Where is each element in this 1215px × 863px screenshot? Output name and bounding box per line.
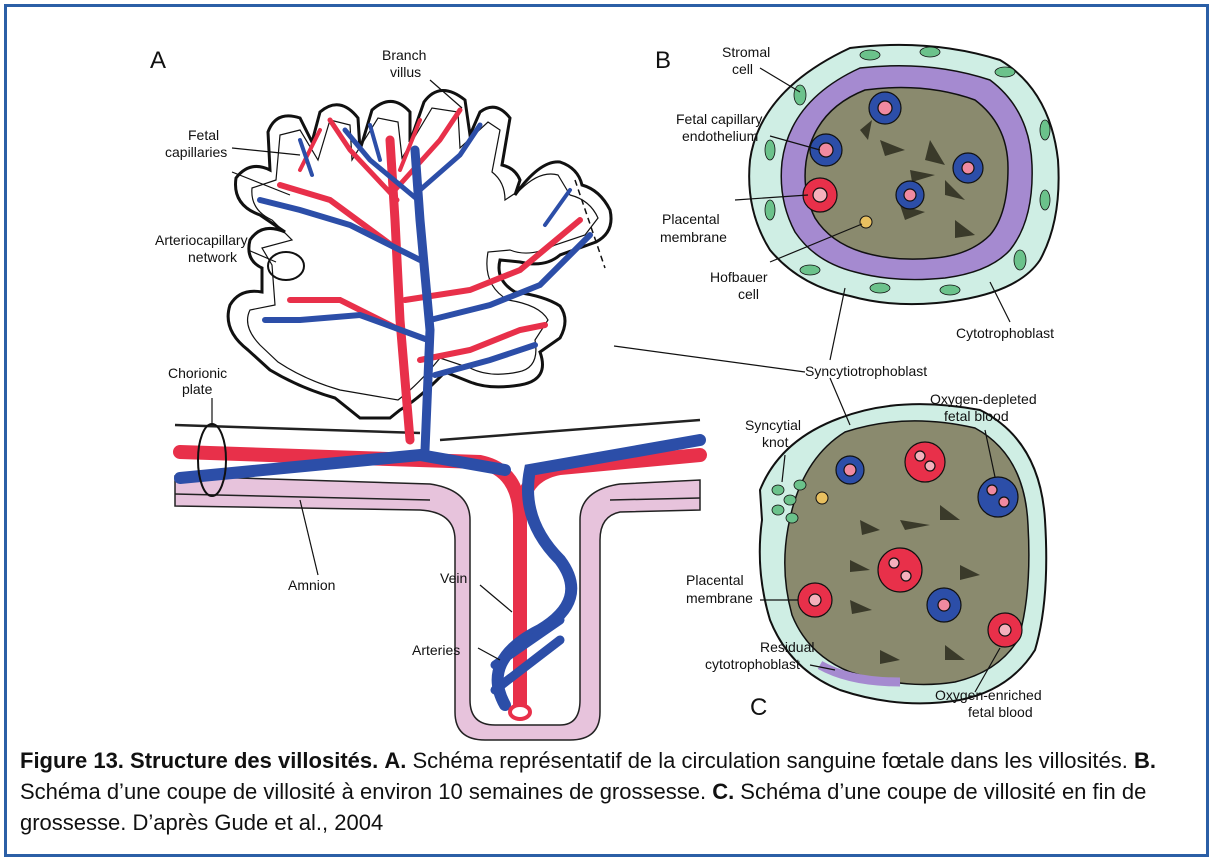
caption-title: Figure 13. Structure des villosités. xyxy=(20,748,378,773)
label-branch-villus-2: villus xyxy=(390,64,421,80)
label-residual-cyto-1: Residual xyxy=(760,639,814,655)
label-arteriocapillary-1: Arteriocapillary xyxy=(155,232,248,248)
panel-b-letter: B xyxy=(655,47,671,74)
label-branch-villus-1: Branch xyxy=(382,47,426,63)
label-oxygen-depleted-2: fetal blood xyxy=(944,408,1009,424)
amnion-sheath xyxy=(175,476,700,740)
label-chorionic-plate-1: Chorionic xyxy=(168,365,227,381)
label-stromal-2: cell xyxy=(732,61,753,77)
b-hofbauer-cell xyxy=(860,216,872,228)
chorionic-plate-top xyxy=(175,425,420,433)
panel-c: C Syncytial knot Oxygen-depleted fetal b… xyxy=(686,378,1046,721)
label-oxygen-depleted-1: Oxygen-depleted xyxy=(930,391,1037,407)
label-oxygen-enriched-1: Oxygen-enriched xyxy=(935,687,1042,703)
c-hofbauer-cell xyxy=(816,492,828,504)
cord-artery-end xyxy=(510,705,530,719)
label-arteriocapillary-2: network xyxy=(188,249,238,265)
caption-c-key: C. xyxy=(712,779,734,804)
panel-a: A Branch villus Fetal capillaries Arteri… xyxy=(150,47,805,740)
label-syncytiotrophoblast: Syncytiotrophoblast xyxy=(805,363,927,379)
chorionic-plate-top-r xyxy=(440,420,700,440)
label-placental-membrane-b-1: Placental xyxy=(662,211,720,227)
caption-b-key: B. xyxy=(1134,748,1156,773)
panel-a-letter: A xyxy=(150,47,166,74)
panel-b: B Stromal cell Fetal capillary endotheli… xyxy=(655,44,1059,379)
label-cytotrophoblast: Cytotrophoblast xyxy=(956,325,1054,341)
caption-a-key: A. xyxy=(384,748,406,773)
label-hofbauer-2: cell xyxy=(738,286,759,302)
label-fetal-capillaries-1: Fetal xyxy=(188,127,219,143)
label-hofbauer-1: Hofbauer xyxy=(710,269,768,285)
label-chorionic-plate-2: plate xyxy=(182,381,213,397)
panel-c-letter: C xyxy=(750,694,767,721)
label-vein: Vein xyxy=(440,570,467,586)
label-placental-membrane-c-1: Placental xyxy=(686,572,744,588)
figure-caption: Figure 13. Structure des villosités. A. … xyxy=(20,745,1200,838)
caption-b-text: Schéma d’une coupe de villosité à enviro… xyxy=(20,779,712,804)
label-placental-membrane-b-2: membrane xyxy=(660,229,727,245)
label-endothelium-2: endothelium xyxy=(682,128,758,144)
label-residual-cyto-2: cytotrophoblast xyxy=(705,656,800,672)
label-arteries: Arteries xyxy=(412,642,460,658)
label-endothelium-1: Fetal capillary xyxy=(676,111,762,127)
label-syncytial-knot-2: knot xyxy=(762,434,789,450)
label-stromal-1: Stromal xyxy=(722,44,770,60)
label-syncytial-knot-1: Syncytial xyxy=(745,417,801,433)
label-amnion: Amnion xyxy=(288,577,335,593)
label-placental-membrane-c-2: membrane xyxy=(686,590,753,606)
label-fetal-capillaries-2: capillaries xyxy=(165,144,227,160)
caption-a-text: Schéma représentatif de la circulation s… xyxy=(406,748,1134,773)
label-oxygen-enriched-2: fetal blood xyxy=(968,704,1033,720)
